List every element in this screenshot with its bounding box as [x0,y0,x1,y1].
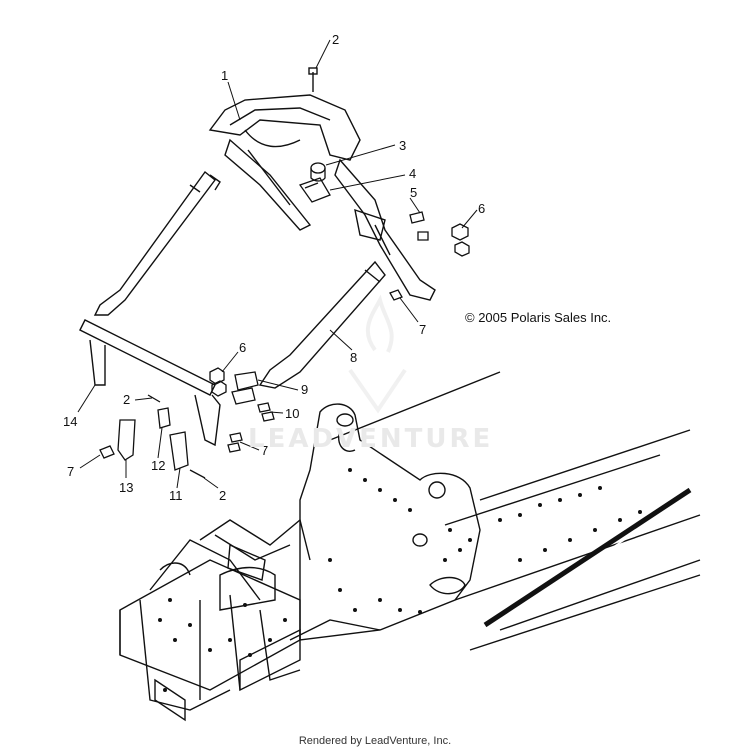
callout-12: 12 [151,458,165,473]
callout-11: 11 [169,488,183,503]
callout-4: 4 [409,166,416,181]
upper-frame-hoop [208,67,436,301]
callout-14: 14 [63,414,77,429]
callout-6: 6 [239,340,246,355]
front-cross-bar [79,319,221,447]
callout-7: 7 [419,322,426,337]
callout-numbers: 1 2 3 4 5 6 7 8 6 9 2 14 10 7 12 7 13 11… [63,32,485,503]
callout-2: 2 [123,392,130,407]
callout-6: 6 [478,201,485,216]
copyright-notice: © 2005 Polaris Sales Inc. [465,310,612,325]
small-hardware [99,367,275,479]
callout-5: 5 [410,185,417,200]
callout-13: 13 [119,480,133,495]
callout-10: 10 [285,406,299,421]
callout-8: 8 [350,350,357,365]
callout-7: 7 [67,464,74,479]
callout-2: 2 [332,32,339,47]
strut-tube-left [93,170,221,316]
callout-7: 7 [261,443,268,458]
watermark-logo [348,294,407,414]
callout-9: 9 [301,382,308,397]
callout-2: 2 [219,488,226,503]
leader-lines [77,39,478,489]
footer-credit: Rendered by LeadVenture, Inc. [298,735,452,747]
callout-3: 3 [399,138,406,153]
watermark-text: LEADVENTURE [248,424,494,454]
callout-1: 1 [221,68,228,83]
chassis-tunnel [119,371,701,722]
spacer-and-bracket [298,162,331,203]
bolts-and-nuts-right [389,211,470,301]
strut-tube-right [258,260,386,389]
